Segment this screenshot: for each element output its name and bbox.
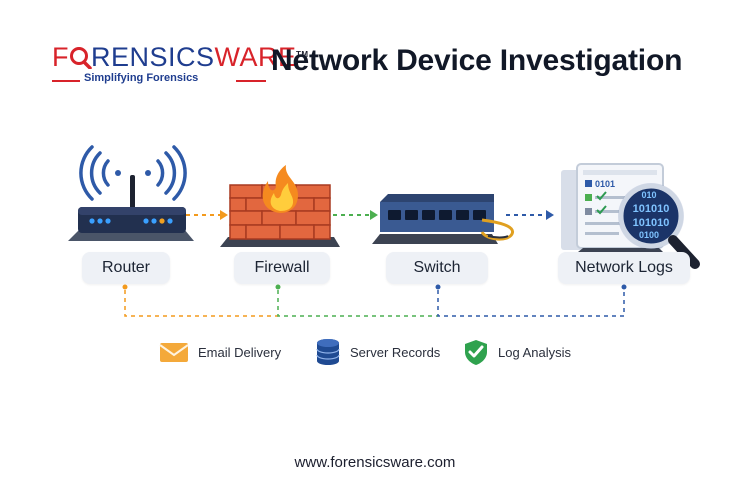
legend-email-delivery: Email Delivery [158,338,281,366]
logs-binary-line-1: 010 [641,190,656,200]
brand-letter-f: F [52,42,69,72]
device-label-firewall: Firewall [234,252,330,284]
envelope-icon [159,343,189,362]
tagline-rule-left [52,80,80,82]
brand-tagline: Simplifying Forensics [84,72,199,84]
legend-label: Email Delivery [198,344,282,360]
brand-wordmark: F RENSICSWARE TM [52,42,308,72]
doc-binary-text: 0101 [595,179,615,189]
brand-word-ware: WARE [214,42,297,72]
footer-website-link[interactable]: www.forensicsware.com [294,454,456,471]
device-label-network-logs: Network Logs [558,252,690,284]
switch-icon [372,194,515,244]
router-icon [68,145,194,241]
logs-binary-line-4: 0100 [639,230,659,240]
logs-binary-line-3: 101010 [633,217,670,229]
device-label-switch: Switch [386,252,488,284]
legend-label: Server Records [350,344,441,360]
network-logs-icon: 0101 010 101010 101010 0100 [561,163,700,269]
firewall-icon [220,165,340,247]
brand-logo: F RENSICSWARE TM Simplifying Forensics [52,42,308,84]
device-link-lines [122,284,627,317]
legend-server-records: Server Records [314,338,440,366]
database-icon [316,339,340,365]
legend-label: Log Analysis [498,344,571,360]
logs-binary-line-2: 101010 [633,203,670,215]
magnifier-logo-icon [70,47,92,69]
legend-log-analysis: Log Analysis [462,338,571,366]
brand-word-rensics: RENSICS [91,42,215,72]
device-label-router: Router [82,252,170,284]
trademark-mark: TM [295,50,309,59]
shield-check-icon [465,340,487,365]
page-title: Network Device Investigation [271,44,683,77]
device-flow-arrows [186,210,554,220]
tagline-rule-right [236,80,266,82]
